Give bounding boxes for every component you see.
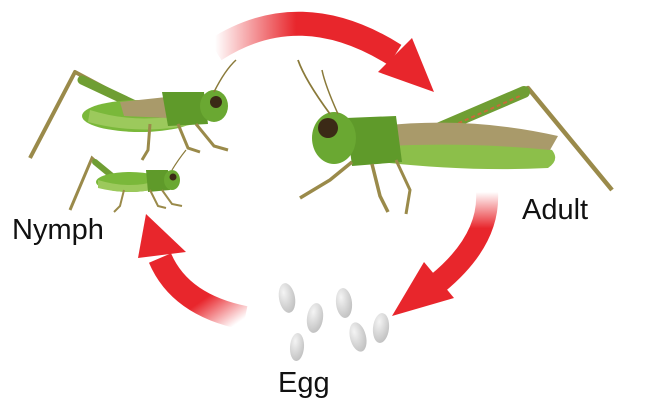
egg-icon bbox=[277, 282, 298, 314]
egg-icon bbox=[289, 333, 305, 362]
nymph-grasshopper-small-icon bbox=[70, 150, 186, 212]
adult-grasshopper-icon bbox=[298, 60, 612, 214]
egg-icon bbox=[305, 302, 325, 334]
nymph-grasshopper-large-icon bbox=[30, 60, 236, 160]
egg-label: Egg bbox=[278, 369, 330, 398]
egg-icon bbox=[347, 321, 370, 354]
nymph-label: Nymph bbox=[12, 216, 104, 245]
adult-label: Adult bbox=[522, 196, 588, 225]
arrow-egg-to-nymph bbox=[138, 214, 245, 318]
egg-icon bbox=[371, 312, 390, 344]
egg-icon bbox=[334, 287, 353, 319]
egg-cluster-icon bbox=[277, 282, 391, 362]
